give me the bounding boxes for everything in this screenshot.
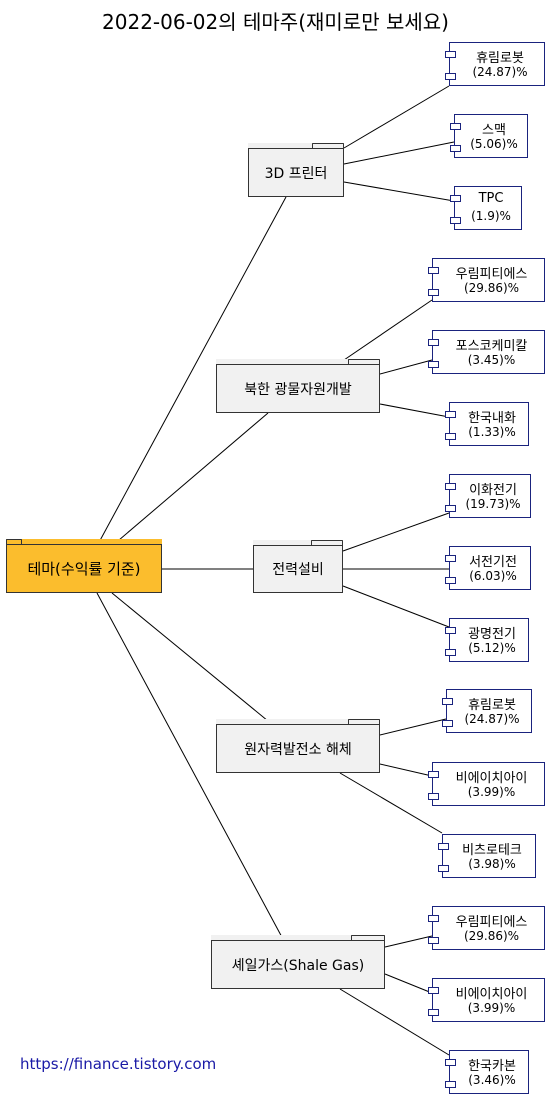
connector-line — [343, 85, 450, 149]
connector-line — [379, 403, 450, 418]
stock-node[interactable]: 스맥 (5.06)% — [450, 114, 528, 158]
stock-node[interactable]: 포스코케미칼 (3.45)% — [428, 330, 545, 374]
source-link[interactable]: https://finance.tistory.com — [20, 1055, 217, 1073]
connector-line — [379, 359, 433, 375]
stock-node[interactable]: 광명전기 (5.12)% — [445, 618, 529, 662]
stock-node[interactable]: 한국카본 (3.46)% — [445, 1050, 529, 1094]
stock-node[interactable]: 한국내화 (1.33)% — [445, 402, 529, 446]
stock-name: 서전기전 — [469, 555, 517, 570]
theme-node[interactable]: 북한 광물자원개발 — [216, 359, 380, 413]
connector-line — [339, 772, 443, 834]
root-label: 테마(수익률 기준) — [6, 544, 162, 593]
stock-return: (3.46)% — [468, 1073, 516, 1087]
stock-node[interactable]: 비에이치아이 (3.99)% — [428, 978, 545, 1022]
stock-name: 우림피티에스 — [455, 267, 528, 282]
stock-return: (6.03)% — [469, 569, 517, 583]
connector-line — [343, 141, 455, 165]
diagram-title: 2022-06-02의 테마주(재미로만 보세요) — [102, 10, 449, 34]
stock-name: 이화전기 — [469, 483, 517, 498]
stock-name: 한국카본 — [468, 1059, 516, 1074]
connector-line — [342, 585, 450, 628]
connector-line — [342, 512, 450, 552]
stock-return: (5.06)% — [470, 137, 518, 151]
stock-node[interactable]: 서전기전 (6.03)% — [445, 546, 531, 590]
connector-line — [384, 935, 433, 948]
stock-return: (29.86)% — [463, 281, 520, 295]
stock-return: (24.87)% — [464, 712, 520, 726]
stock-name: 한국내화 — [468, 411, 516, 426]
connector-line — [379, 718, 447, 736]
stock-name: 비에이치아이 — [455, 771, 528, 786]
stock-name: 포스코케미칼 — [455, 339, 528, 354]
theme-node[interactable]: 3D 프린터 — [248, 143, 344, 197]
stock-return: (1.9)% — [471, 209, 511, 223]
stock-node[interactable]: 비츠로테크 (3.98)% — [438, 834, 536, 878]
stock-node[interactable]: 비에이치아이 (3.99)% — [428, 762, 545, 806]
theme-node[interactable]: 전력설비 — [253, 540, 343, 593]
connector-line — [379, 763, 433, 777]
theme-label: 3D 프린터 — [248, 148, 344, 197]
connector-line — [111, 592, 269, 722]
stock-node[interactable]: 휴림로봇 (24.87)% — [445, 42, 545, 86]
connector-line — [111, 412, 269, 547]
connector-line — [96, 196, 287, 547]
stock-node[interactable]: 휴림로봇 (24.87)% — [442, 689, 532, 733]
stock-return: (3.99)% — [467, 1001, 516, 1015]
stock-return: (29.86)% — [463, 929, 520, 943]
stock-name: 우림피티에스 — [455, 915, 528, 930]
stock-return: (3.45)% — [467, 353, 516, 367]
connector-line — [384, 973, 433, 994]
stock-name: TPC — [478, 191, 504, 206]
stock-name: 광명전기 — [468, 627, 516, 642]
connector-line — [343, 299, 433, 361]
theme-label: 전력설비 — [253, 545, 343, 593]
stock-return: (24.87)% — [472, 65, 528, 79]
stock-name: 비에이치아이 — [455, 987, 528, 1002]
stock-return: (3.98)% — [468, 857, 516, 871]
stock-return: (5.12)% — [468, 641, 516, 655]
stock-return: (19.73)% — [465, 497, 521, 511]
stock-node[interactable]: 우림피티에스 (29.86)% — [428, 258, 545, 302]
stock-node[interactable]: 이화전기 (19.73)% — [445, 474, 531, 518]
stock-return: (1.33)% — [468, 425, 516, 439]
stock-node[interactable]: TPC (1.9)% — [450, 186, 522, 230]
stock-name: 스맥 — [482, 123, 506, 138]
connector-line — [96, 592, 285, 942]
connector-line — [339, 988, 450, 1056]
theme-label: 북한 광물자원개발 — [216, 364, 380, 413]
stock-node[interactable]: 우림피티에스 (29.86)% — [428, 906, 545, 950]
theme-label: 원자력발전소 해체 — [216, 724, 380, 773]
connector-line — [343, 181, 455, 202]
theme-node[interactable]: 원자력발전소 해체 — [216, 719, 380, 773]
theme-label: 셰일가스(Shale Gas) — [211, 940, 385, 989]
stock-name: 비츠로테크 — [462, 843, 522, 858]
stock-return: (3.99)% — [467, 785, 516, 799]
root-node[interactable]: 테마(수익률 기준) — [6, 539, 162, 593]
stock-name: 휴림로봇 — [476, 51, 524, 66]
stock-name: 휴림로봇 — [468, 698, 516, 713]
theme-node[interactable]: 셰일가스(Shale Gas) — [211, 935, 385, 989]
